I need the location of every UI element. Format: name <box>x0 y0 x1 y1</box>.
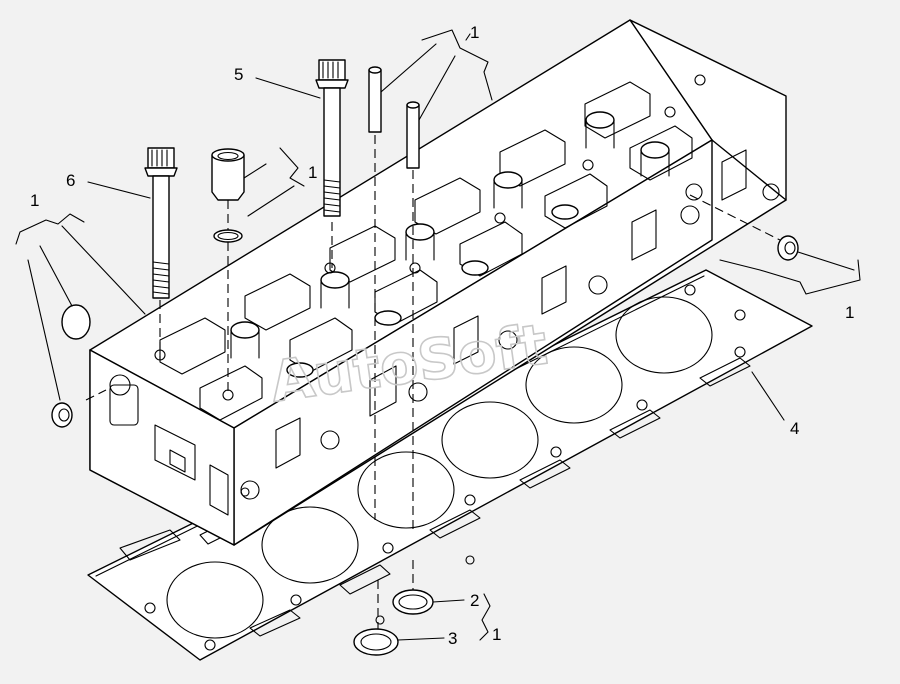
gasket-bore-openings <box>166 296 713 639</box>
sealing-ring-3 <box>353 628 399 656</box>
callout-1-sleeve: 1 <box>308 163 317 182</box>
assembly-center-lines <box>85 135 781 630</box>
cylinder-head-bolt-5 <box>315 59 349 217</box>
cylinder-head-bolt-6 <box>144 147 178 299</box>
leader-lines <box>15 29 861 641</box>
cylinder-head-left-end-details <box>109 374 260 516</box>
callout-2: 2 <box>470 591 479 610</box>
expansion-plug-small-left <box>51 402 73 428</box>
expansion-plug-large <box>61 304 91 340</box>
injector-sleeve <box>211 148 245 201</box>
guide-pin-short <box>406 101 420 169</box>
callout-1-top: 1 <box>470 23 479 42</box>
callout-4: 4 <box>790 419 799 438</box>
callout-1-left: 1 <box>30 191 39 210</box>
cylinder-head-bolt-holes <box>154 74 706 401</box>
guide-pin-long <box>368 66 382 133</box>
cylinder-head-injector-cups <box>230 111 670 378</box>
cylinder-head <box>89 19 787 546</box>
callout-3: 3 <box>448 629 457 648</box>
gasket-bolt-holes <box>144 284 746 651</box>
callout-5: 5 <box>234 65 243 84</box>
callout-1-right: 1 <box>845 303 854 322</box>
expansion-plug-small-right <box>777 235 799 261</box>
callout-labels: 1 1 1 1 1 2 3 4 5 6 <box>30 23 854 648</box>
sealing-ring-2 <box>392 589 434 615</box>
cylinder-head-side-ports <box>275 149 780 469</box>
callout-6: 6 <box>66 171 75 190</box>
injector-sleeve-o-ring <box>213 229 243 243</box>
callout-1-bottom: 1 <box>492 625 501 644</box>
